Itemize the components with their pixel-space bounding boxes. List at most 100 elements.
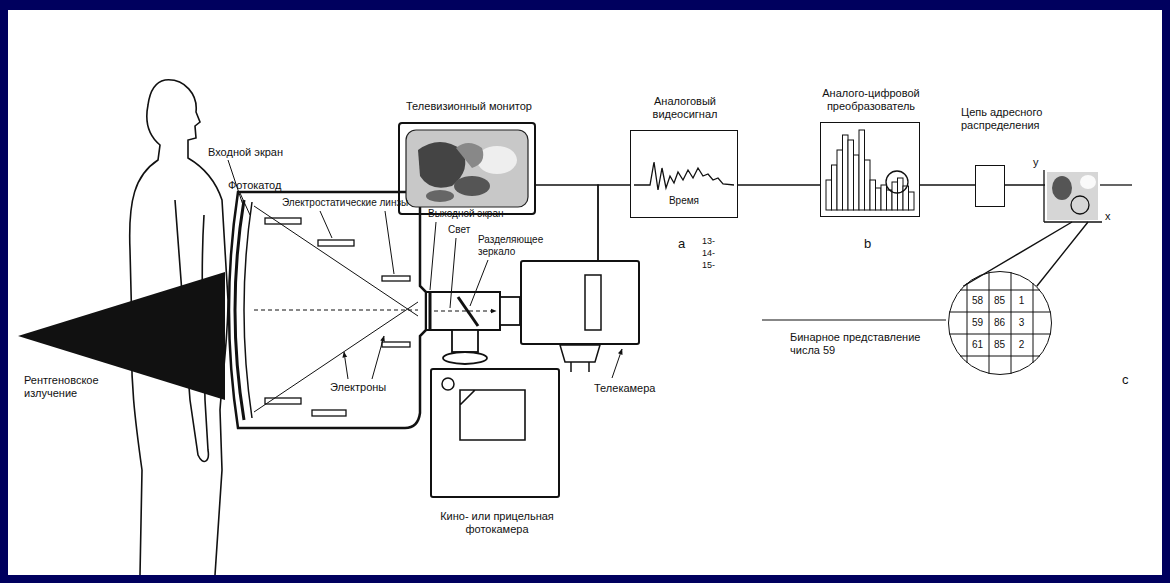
part-label: Выходной экран [428,208,504,220]
histogram-bar [837,150,843,210]
histogram-bar [870,180,876,210]
part-label: Электростатические линзы [282,197,408,209]
histogram-bar [887,190,893,210]
histogram-bar [859,130,865,210]
adc-box: Аналого-цифровой преобразователь [820,122,920,217]
lens-bar [382,276,410,281]
y-axis [1043,170,1044,222]
histogram-bar [898,178,904,210]
part-label: Кино- или прицельная фотокамера [422,510,572,536]
x-ray-beam [18,272,225,400]
signal-line [1005,184,1045,185]
light-ray [434,311,496,312]
photocathode [244,202,252,418]
table-cell: 59 [967,312,989,334]
pixel-grid [949,272,1051,374]
leader-line [430,222,436,290]
axis-label: x [1105,210,1111,223]
signal-line [536,185,598,260]
digital-image-frame: yx [1045,170,1100,222]
table-cell: 2 [1011,334,1033,356]
table-cell: 61 [967,334,989,356]
electron-path [254,302,418,412]
grid-line [949,334,1051,335]
lens-bar [265,218,301,224]
table-cell: 58 [967,290,989,312]
address-box: Цепь адресного распределения [975,165,1005,207]
note-label: Бинарное представление числа 59 [790,331,940,357]
input-screen [235,200,244,420]
grid-line [989,272,990,374]
grid-line [1033,283,1034,363]
scale-number: 15- [702,260,715,271]
camera-plug [560,345,600,362]
histogram-bar [848,140,854,210]
axis-label: y [1033,156,1039,169]
histogram-bar [854,155,860,210]
callout-letter: b [864,236,871,252]
scale-number: 14- [702,248,715,259]
electron-path [254,310,418,311]
node-heading: Цепь адресного распределения [961,106,1071,132]
leader-line [385,211,394,274]
cine-knob [443,352,487,364]
leader-line [470,260,488,306]
part-label: Разделяющее зеркало [478,234,544,258]
node-heading: Телевизионный монитор [389,100,549,113]
signal-line [598,185,630,260]
histogram-bar [843,135,849,210]
lens-bar [382,342,410,347]
leader-line [372,336,384,379]
leader-line [612,349,622,378]
part-label: Фотокатод [228,179,281,192]
histogram-bar [865,160,871,210]
fluoro-image [454,176,490,196]
lens-bar [312,410,346,416]
tv-camera: Телекамера [520,260,640,345]
histogram-bar [832,165,838,210]
part-label: Входной экран [208,146,283,159]
digital-image [1080,175,1096,189]
monitor-screen [406,130,528,207]
cine-neck [452,330,478,352]
sample-marker [886,171,908,193]
part-label: Свет [448,224,470,236]
histogram-bar [826,180,832,210]
leader-line [450,238,456,308]
film-magazine [460,390,525,440]
leader-line [344,352,348,379]
grid-line [967,283,968,363]
scale-number: 13- [702,236,715,247]
pixel-marker [1071,196,1089,214]
electron-path [254,206,418,316]
video-waveform [634,162,734,190]
output-screen [429,293,432,329]
signal-wire [1100,184,1132,185]
grid-line [960,290,1040,291]
camera-slot [585,275,601,330]
callout-letter: c [1122,372,1129,388]
fluoro-image [477,146,517,174]
histogram-bar [876,188,882,210]
leader-line [320,211,332,238]
part-label: Электроны [330,381,386,394]
signal-line [963,222,1088,286]
table-cell: 85 [989,334,1011,356]
table-cell: 3 [1011,312,1033,334]
signal-line [738,184,820,185]
splitting-mirror [458,297,478,326]
plug-pin [570,362,572,372]
leader-line [240,193,250,215]
signal-line [920,184,975,185]
output-section [426,292,500,330]
fluoro-image [456,143,483,168]
lens-bar [318,240,354,246]
grid-line [949,312,1051,313]
node-heading: Аналого-цифровой преобразователь [806,87,936,113]
table-cell: 1 [1011,290,1033,312]
axis-label: Время [667,195,701,207]
grid-line [960,356,1040,357]
histogram-bar [881,185,887,210]
